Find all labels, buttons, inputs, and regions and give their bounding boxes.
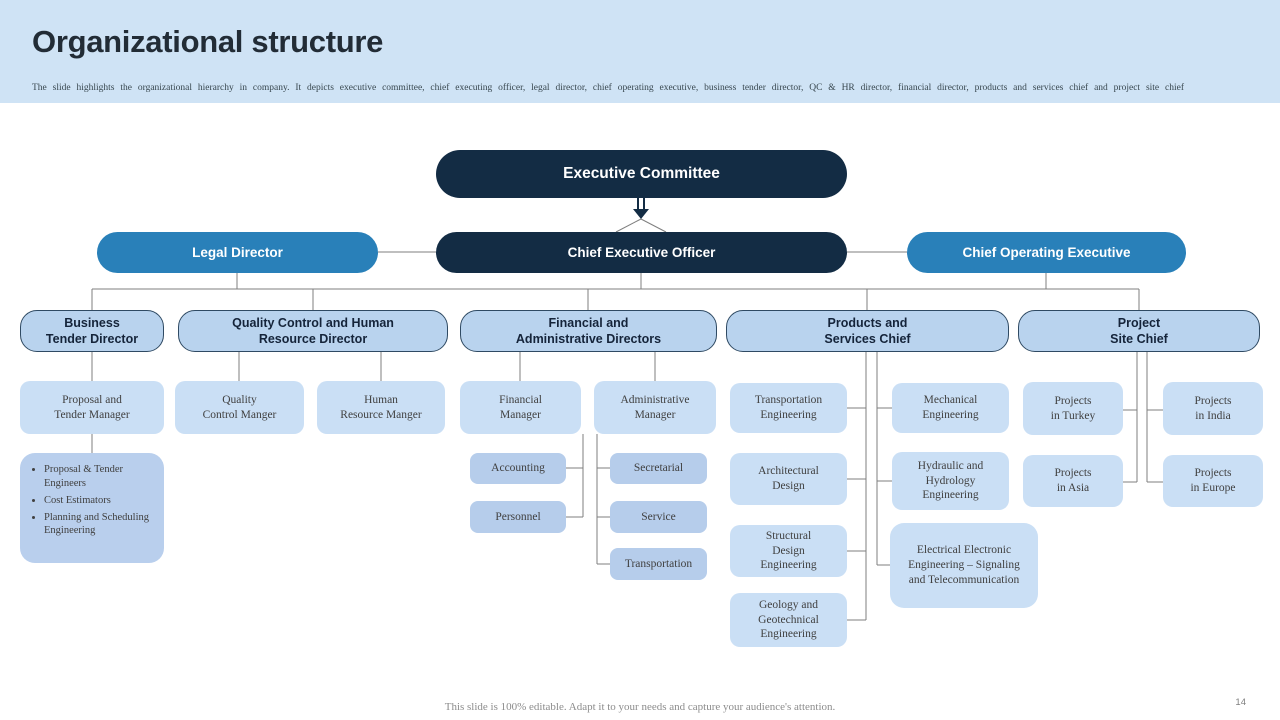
- slide-header: Organizational structure The slide highl…: [0, 0, 1280, 103]
- page-title: Organizational structure: [32, 24, 384, 59]
- node-hydraulic-hydrology-engineering: Hydraulic and Hydrology Engineering: [892, 452, 1009, 510]
- node-architectural-design: Architectural Design: [730, 453, 847, 505]
- list-item: Proposal & Tender Engineers: [44, 463, 158, 491]
- node-transportation: Transportation: [610, 548, 707, 580]
- slide-subtitle: The slide highlights the organizational …: [32, 83, 1184, 93]
- node-administrative-manager: Administrative Manager: [594, 381, 716, 434]
- node-executive-committee: Executive Committee: [436, 150, 847, 198]
- node-structural-design-engineering: Structural Design Engineering: [730, 525, 847, 577]
- node-mechanical-engineering: Mechanical Engineering: [892, 383, 1009, 433]
- node-electrical-electronic-engineering: Electrical Electronic Engineering – Sign…: [890, 523, 1038, 608]
- node-service: Service: [610, 501, 707, 533]
- node-business-tender-director: Business Tender Director: [20, 310, 164, 352]
- node-legal-director: Legal Director: [97, 232, 378, 273]
- page-number: 14: [1235, 697, 1246, 708]
- node-geology-geotechnical-engineering: Geology and Geotechnical Engineering: [730, 593, 847, 647]
- node-chief-operating-executive: Chief Operating Executive: [907, 232, 1186, 273]
- node-tender-team-list: Proposal & Tender Engineers Cost Estimat…: [20, 453, 164, 563]
- node-project-site-chief: Project Site Chief: [1018, 310, 1260, 352]
- node-qc-hr-director: Quality Control and Human Resource Direc…: [178, 310, 448, 352]
- node-human-resource-manager: Human Resource Manger: [317, 381, 445, 434]
- node-secretarial: Secretarial: [610, 453, 707, 484]
- node-financial-admin-directors: Financial and Administrative Directors: [460, 310, 717, 352]
- node-projects-in-europe: Projects in Europe: [1163, 455, 1263, 507]
- node-transportation-engineering: Transportation Engineering: [730, 383, 847, 433]
- node-products-services-chief: Products and Services Chief: [726, 310, 1009, 352]
- node-projects-in-asia: Projects in Asia: [1023, 455, 1123, 507]
- node-personnel: Personnel: [470, 501, 566, 533]
- footer-note: This slide is 100% editable. Adapt it to…: [444, 701, 836, 713]
- node-financial-manager: Financial Manager: [460, 381, 581, 434]
- node-chief-executive-officer: Chief Executive Officer: [436, 232, 847, 273]
- node-accounting: Accounting: [470, 453, 566, 484]
- node-projects-in-turkey: Projects in Turkey: [1023, 382, 1123, 435]
- double-down-arrow-icon: [633, 198, 649, 219]
- node-quality-control-manager: Quality Control Manger: [175, 381, 304, 434]
- list-item: Planning and Scheduling Engineering: [44, 511, 158, 539]
- node-proposal-tender-manager: Proposal and Tender Manager: [20, 381, 164, 434]
- node-projects-in-india: Projects in India: [1163, 382, 1263, 435]
- list-item: Cost Estimators: [44, 494, 158, 508]
